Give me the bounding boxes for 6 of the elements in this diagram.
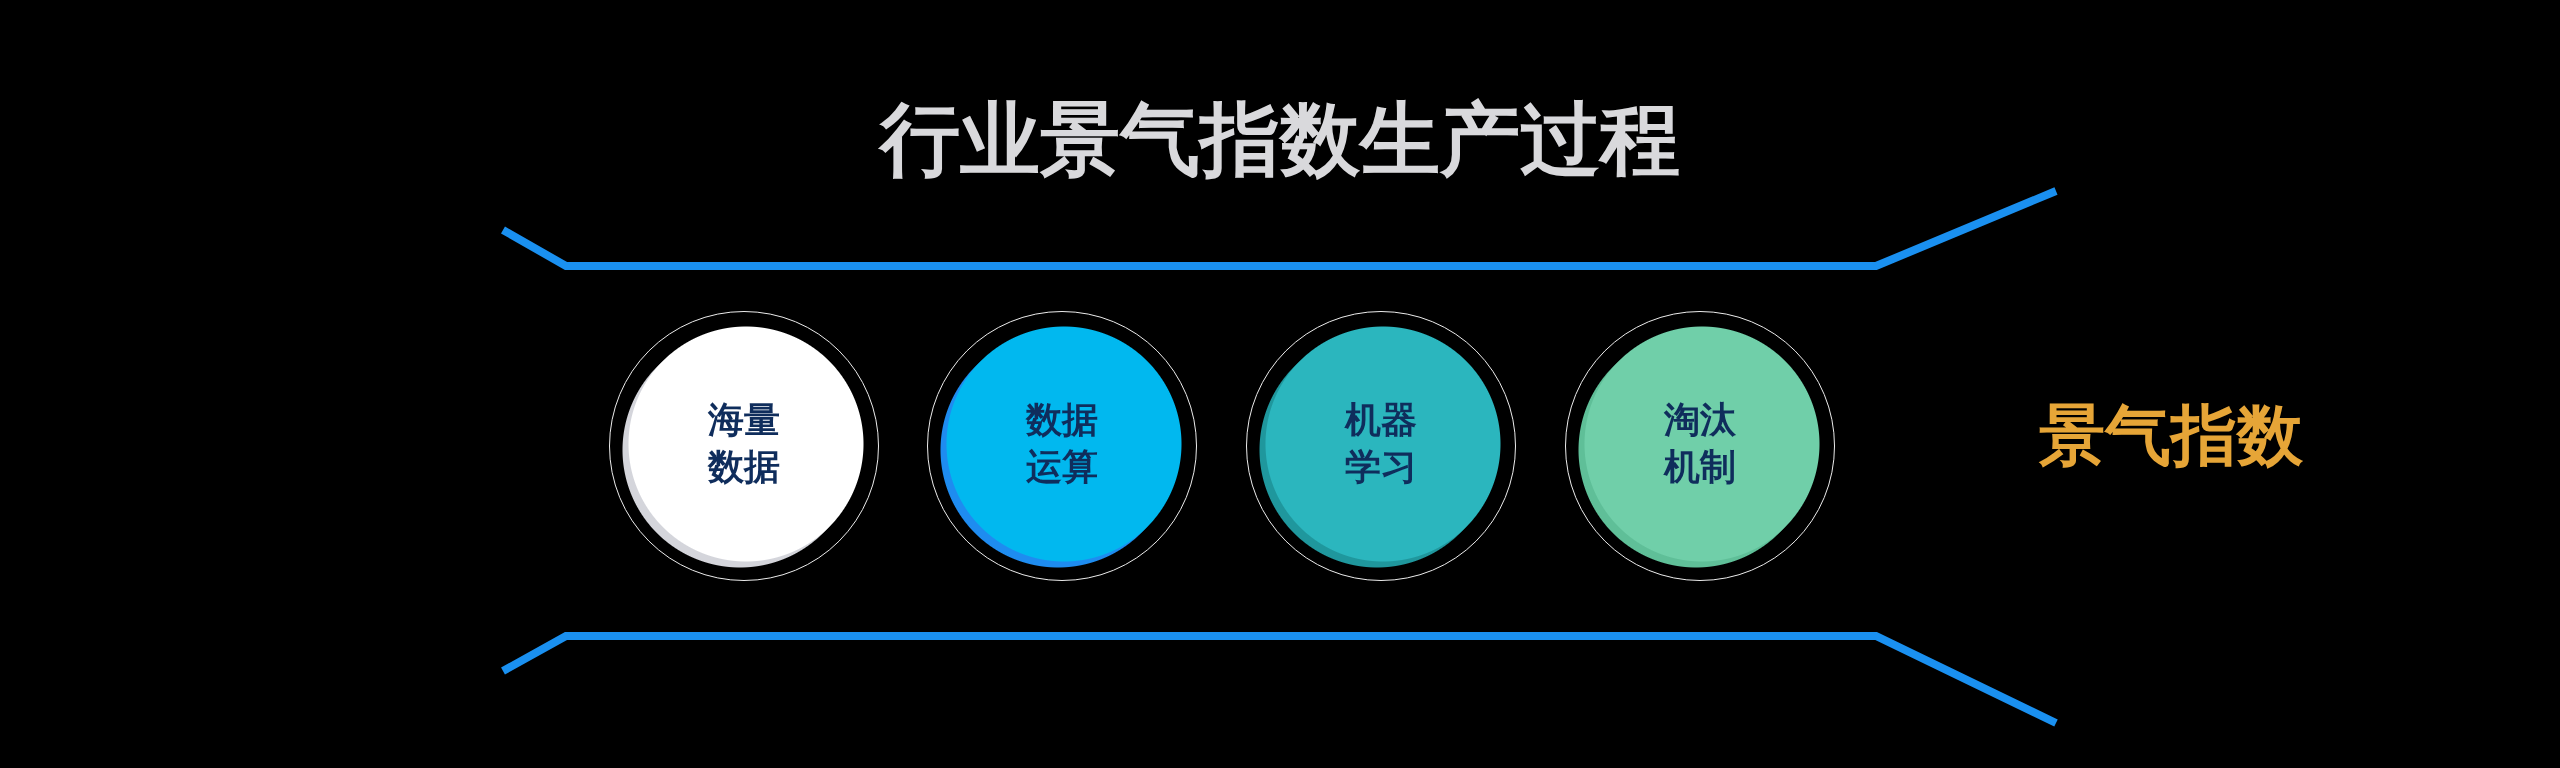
result-label: 景气指数: [2039, 396, 2303, 476]
circle-label: 数据运算: [1024, 398, 1099, 489]
diagram-title: 行业景气指数生产过程: [880, 96, 1680, 184]
circle-label: 淘汰机制: [1662, 398, 1737, 489]
circle-label: 机器学习: [1343, 398, 1418, 489]
circle-label: 海量数据: [706, 398, 781, 489]
